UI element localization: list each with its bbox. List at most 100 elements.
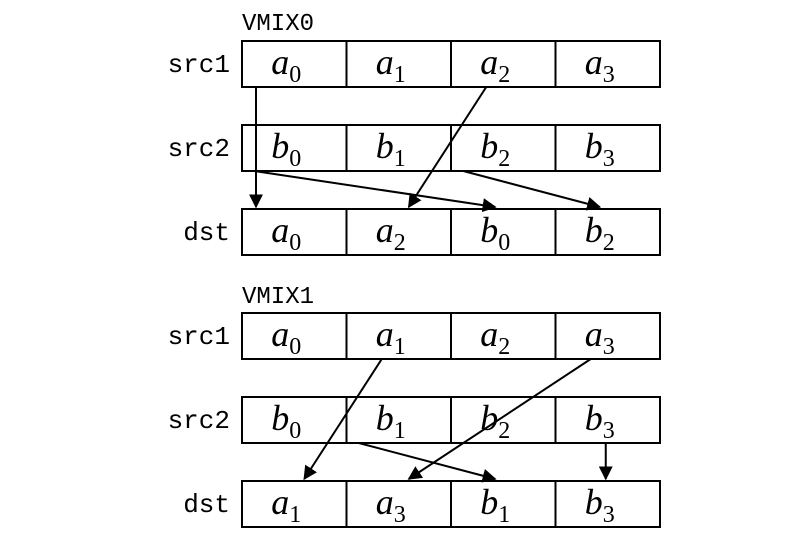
- cell-value: a2: [480, 314, 510, 360]
- cell-subscript: 1: [394, 62, 406, 88]
- cell-value: b1: [376, 126, 406, 172]
- mix-arrow: [407, 86, 488, 209]
- cell-base: a: [480, 314, 498, 354]
- cell-value: a0: [271, 210, 301, 256]
- cell-subscript: 2: [394, 230, 406, 256]
- cell-value: b0: [480, 210, 510, 256]
- cell-subscript: 3: [394, 502, 406, 528]
- cell-base: a: [376, 210, 394, 250]
- register-label: src1: [168, 50, 230, 80]
- register-label: dst: [183, 218, 230, 248]
- register-cell: [241, 124, 348, 172]
- register-cell: [450, 40, 557, 88]
- register-label: src2: [168, 134, 230, 164]
- cell-value: a0: [271, 314, 301, 360]
- cell-base: a: [585, 42, 603, 82]
- cell-value: a1: [271, 482, 301, 528]
- register-cell: [450, 312, 557, 360]
- register-cell: [450, 208, 557, 256]
- cell-base: b: [480, 482, 498, 522]
- cell-value: a3: [376, 482, 406, 528]
- cell-base: b: [585, 210, 603, 250]
- cell-value: b2: [480, 126, 510, 172]
- cell-subscript: 3: [603, 62, 615, 88]
- register-cell: [345, 124, 452, 172]
- cell-base: b: [585, 398, 603, 438]
- register-cell: [554, 124, 661, 172]
- cell-base: a: [585, 314, 603, 354]
- cell-value: a0: [271, 42, 301, 88]
- register-cell: [241, 40, 348, 88]
- cell-value: a3: [585, 314, 615, 360]
- cell-base: b: [271, 126, 289, 166]
- cell-value: a2: [480, 42, 510, 88]
- register-cell: [554, 208, 661, 256]
- register-label: src2: [168, 406, 230, 436]
- register-cell: [554, 40, 661, 88]
- register-cell: [345, 312, 452, 360]
- cell-base: b: [271, 398, 289, 438]
- register-cell: [241, 480, 348, 528]
- cell-base: a: [271, 314, 289, 354]
- cell-subscript: 2: [603, 230, 615, 256]
- cell-subscript: 3: [603, 418, 615, 444]
- mix-arrow: [462, 170, 602, 211]
- cell-subscript: 2: [498, 146, 510, 172]
- section-title: VMIX1: [242, 284, 314, 311]
- register-cell: [241, 396, 348, 444]
- cell-value: b0: [271, 398, 301, 444]
- register-cell: [345, 480, 452, 528]
- cell-value: b3: [585, 126, 615, 172]
- cell-value: b0: [271, 126, 301, 172]
- cell-base: b: [376, 398, 394, 438]
- cell-subscript: 0: [289, 146, 301, 172]
- cell-value: a1: [376, 314, 406, 360]
- register-label: src1: [168, 322, 230, 352]
- mix-arrow: [303, 358, 383, 481]
- register-cell: [554, 480, 661, 528]
- cell-base: a: [376, 482, 394, 522]
- cell-subscript: 1: [289, 502, 301, 528]
- cell-subscript: 2: [498, 418, 510, 444]
- cell-subscript: 1: [394, 334, 406, 360]
- cell-value: b1: [376, 398, 406, 444]
- cell-value: b2: [585, 210, 615, 256]
- cell-base: a: [271, 42, 289, 82]
- section-title: VMIX0: [242, 11, 314, 38]
- cell-base: b: [376, 126, 394, 166]
- register-label: dst: [183, 490, 230, 520]
- cell-base: a: [480, 42, 498, 82]
- cell-subscript: 0: [289, 418, 301, 444]
- cell-base: b: [480, 398, 498, 438]
- cell-value: b1: [480, 482, 510, 528]
- cell-base: b: [480, 210, 498, 250]
- cell-subscript: 1: [394, 418, 406, 444]
- mix-arrow: [407, 358, 592, 480]
- cell-value: a1: [376, 42, 406, 88]
- cell-value: a2: [376, 210, 406, 256]
- cell-subscript: 0: [289, 230, 301, 256]
- cell-subscript: 0: [289, 334, 301, 360]
- cell-value: a3: [585, 42, 615, 88]
- cell-subscript: 2: [498, 334, 510, 360]
- mix-arrow: [254, 170, 497, 213]
- cell-subscript: 1: [394, 146, 406, 172]
- register-cell: [554, 312, 661, 360]
- cell-base: a: [376, 42, 394, 82]
- cell-base: a: [376, 314, 394, 354]
- cell-subscript: 3: [603, 146, 615, 172]
- cell-base: a: [271, 210, 289, 250]
- cell-subscript: 0: [289, 62, 301, 88]
- cell-subscript: 3: [603, 502, 615, 528]
- cell-value: b3: [585, 482, 615, 528]
- cell-base: a: [271, 482, 289, 522]
- cell-base: b: [585, 482, 603, 522]
